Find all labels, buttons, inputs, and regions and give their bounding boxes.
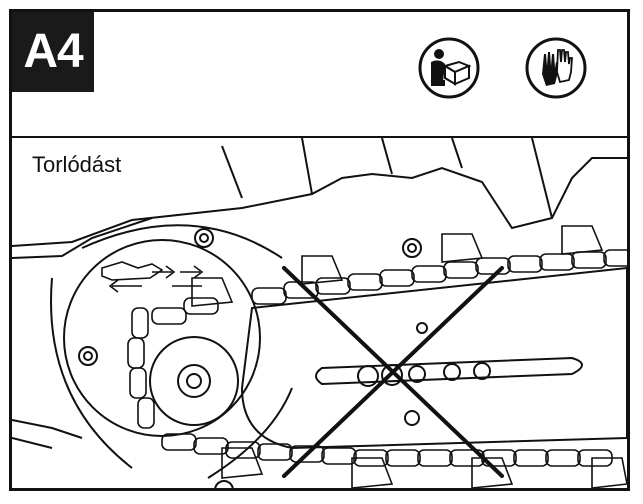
jam-label: Torlódást: [32, 152, 122, 177]
chainsaw-illustration: [12, 138, 627, 488]
gloves-icon: [525, 37, 587, 99]
panel-header: A4: [12, 12, 627, 138]
step-badge: A4: [12, 12, 94, 92]
instruction-panel: A4 Torlódást: [9, 9, 630, 491]
read-manual-icon: [418, 37, 480, 99]
cross-out-mark: [282, 266, 504, 478]
